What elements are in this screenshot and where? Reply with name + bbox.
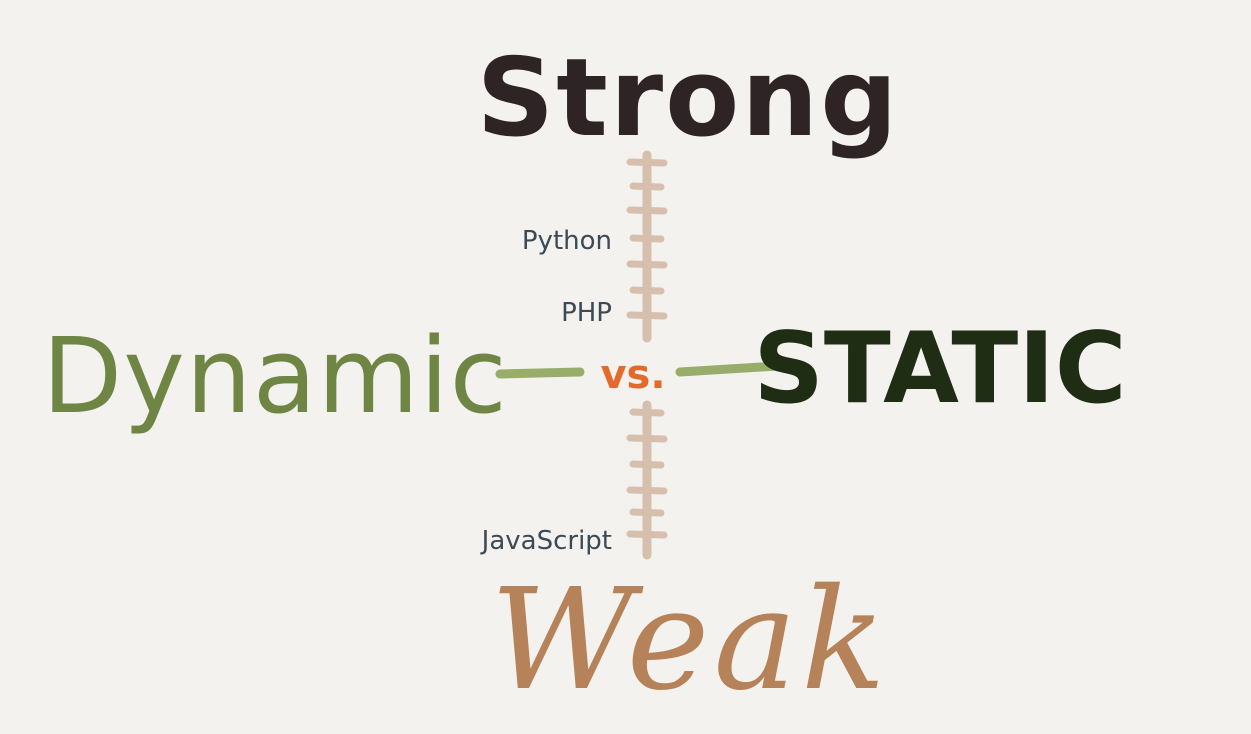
language-label: JavaScript xyxy=(480,526,612,556)
language-label: Python xyxy=(522,226,612,256)
axis-tick xyxy=(626,486,668,495)
static-label: STATIC xyxy=(753,312,1126,426)
axis-tick xyxy=(626,311,668,320)
weak-label: Weak xyxy=(490,559,890,722)
axis-tick xyxy=(626,530,668,539)
strong-label: Strong xyxy=(476,36,899,161)
axis-tick xyxy=(629,234,665,243)
axis-tick xyxy=(626,260,668,269)
axis-tick xyxy=(626,434,668,443)
language-label: PHP xyxy=(561,298,612,328)
axis-tick xyxy=(626,158,668,167)
axis-tick xyxy=(629,508,665,517)
axis-tick xyxy=(629,460,665,469)
vertical-axis-ticks xyxy=(626,158,668,539)
axis-tick xyxy=(626,206,668,215)
dynamic-label: Dynamic xyxy=(42,315,508,437)
versus-label: vs. xyxy=(600,352,665,398)
axis-tick xyxy=(629,286,665,295)
axis-tick xyxy=(629,408,665,417)
axis-tick xyxy=(629,182,665,191)
horizontal-axis-left xyxy=(495,367,585,379)
horizontal-axis-right xyxy=(675,361,783,377)
